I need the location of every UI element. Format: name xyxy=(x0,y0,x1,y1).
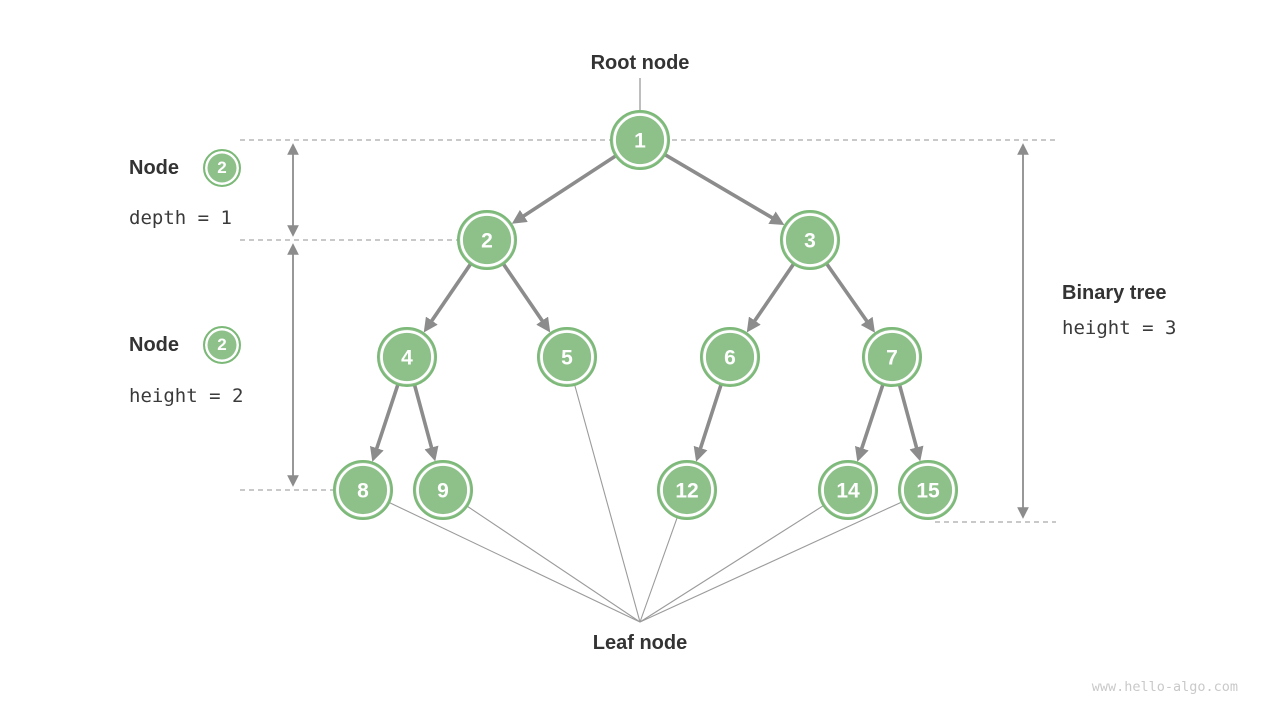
tree-node-15: 15 xyxy=(898,460,958,520)
tree-node-value: 6 xyxy=(724,347,736,370)
tree-node-value: 1 xyxy=(634,130,646,153)
tree-node-value: 8 xyxy=(357,480,369,503)
tree-edge-3-6 xyxy=(746,262,796,333)
node-depth-badge: 2 xyxy=(203,149,241,187)
tree-edge-1-3 xyxy=(664,153,785,225)
tree-node-value: 15 xyxy=(916,480,940,503)
tree-node-1: 1 xyxy=(610,110,670,170)
root-node-label: Root node xyxy=(590,52,690,74)
depth-caption: depth = 1 xyxy=(129,207,232,229)
tree-height-caption: height = 3 xyxy=(1062,317,1177,339)
leaf-pointer-line-15 xyxy=(639,501,902,623)
tree-edge-4-8 xyxy=(370,383,400,462)
leaf-pointer-line-9 xyxy=(466,505,641,623)
tree-edge-1-2 xyxy=(511,154,617,224)
tree-node-12: 12 xyxy=(657,460,717,520)
node-height-badge: 2 xyxy=(203,326,241,364)
tree-node-4: 4 xyxy=(377,327,437,387)
tree-edge-6-12 xyxy=(693,384,723,462)
height-caption: height = 2 xyxy=(129,385,244,407)
leaf-node-label: Leaf node xyxy=(592,632,688,654)
tree-edge-7-15 xyxy=(897,384,924,462)
tree-node-5: 5 xyxy=(537,327,597,387)
tree-node-3: 3 xyxy=(780,210,840,270)
leaf-pointer-line-14 xyxy=(639,505,824,623)
tree-node-value: 14 xyxy=(836,480,860,503)
watermark: www.hello-algo.com xyxy=(1091,679,1238,695)
tree-node-2: 2 xyxy=(457,210,517,270)
tree-node-8: 8 xyxy=(333,460,393,520)
node-depth-label: Node xyxy=(129,157,179,179)
tree-edge-2-4 xyxy=(423,262,473,333)
tree-node-value: 2 xyxy=(481,230,493,253)
tree-node-value: 7 xyxy=(886,347,898,370)
tree-node-value: 5 xyxy=(561,347,573,370)
tree-edge-3-7 xyxy=(825,262,875,333)
tree-node-value: 12 xyxy=(675,480,698,503)
binary-tree-label: Binary tree xyxy=(1062,282,1167,304)
tree-edge-7-14 xyxy=(855,383,885,462)
tree-edge-4-9 xyxy=(412,384,439,462)
tree-edge-2-5 xyxy=(501,262,551,333)
tree-node-7: 7 xyxy=(862,327,922,387)
leaf-pointer-line-8 xyxy=(388,501,641,623)
tree-node-value: 3 xyxy=(804,230,816,253)
leaf-pointer-line-5 xyxy=(574,384,641,623)
tree-node-value: 4 xyxy=(401,347,413,370)
tree-node-value: 9 xyxy=(437,480,449,503)
node-height-label: Node xyxy=(129,334,179,356)
tree-node-6: 6 xyxy=(700,327,760,387)
leaf-pointer-line-12 xyxy=(639,517,678,623)
tree-node-14: 14 xyxy=(818,460,878,520)
tree-node-9: 9 xyxy=(413,460,473,520)
